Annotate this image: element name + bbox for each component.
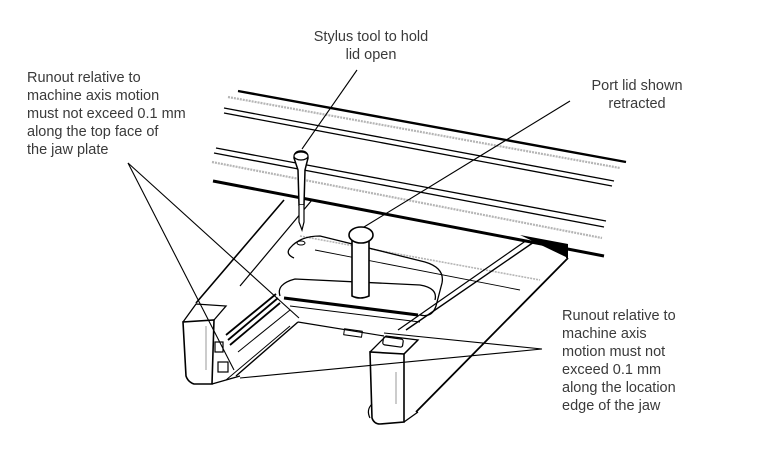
leader-edge-1 xyxy=(239,348,543,379)
stylus-hole xyxy=(296,240,306,246)
leader-top-face-2 xyxy=(127,162,300,319)
callout-line: the jaw plate xyxy=(27,142,109,158)
port-opening-dark-edge xyxy=(283,296,419,317)
callout-line: Stylus tool to hold xyxy=(313,29,429,45)
callout-top-face-runout: Runout relative to machine axis motion m… xyxy=(27,69,186,159)
port-lid xyxy=(348,226,374,299)
stylus-head xyxy=(293,151,309,161)
right-jaw-front xyxy=(369,351,405,425)
left-jaw-latch xyxy=(214,341,224,353)
left-jaw-front xyxy=(182,319,215,385)
left-jaw-slot-2 xyxy=(227,297,279,341)
right-jaw-base xyxy=(403,411,419,423)
right-jaw-side xyxy=(403,339,419,355)
callout-line: Runout relative to xyxy=(562,308,676,324)
port-lid-shaft xyxy=(351,240,370,299)
callout-line: Port lid shown xyxy=(591,78,683,94)
callout-stylus-tool: Stylus tool to hold lid open xyxy=(296,28,446,64)
callout-line: machine axis xyxy=(562,326,647,342)
left-jaw-lower-edge-2 xyxy=(225,325,291,381)
port-opening-outer xyxy=(287,235,444,317)
callout-line: lid open xyxy=(345,47,397,63)
port-lid-cap xyxy=(348,226,374,244)
callout-line: motion must not xyxy=(562,344,666,360)
location-edge-clip xyxy=(343,328,363,338)
rail-line-3 xyxy=(215,147,607,222)
left-jaw-block xyxy=(182,293,299,385)
leader-edge-2 xyxy=(383,332,543,350)
callout-port-lid: Port lid shown retracted xyxy=(572,77,702,113)
leader-lines xyxy=(127,69,571,379)
left-jaw-lower-edge xyxy=(235,321,299,377)
leader-stylus xyxy=(301,69,358,150)
callout-line: exceed 0.1 mm xyxy=(562,362,662,378)
right-jaw-cap xyxy=(382,336,404,348)
rail-line-4 xyxy=(213,152,605,228)
plate-right-edge-inner xyxy=(397,239,528,331)
port-opening-bottom xyxy=(289,305,421,323)
stylus-shaft xyxy=(298,205,305,233)
callout-line: must not exceed 0.1 mm xyxy=(27,106,186,122)
rail-undercut-shadow xyxy=(520,235,568,258)
machine-rail xyxy=(211,89,627,258)
leader-top-face-1 xyxy=(127,162,235,371)
right-jaw-foot xyxy=(367,403,373,419)
leader-port-lid xyxy=(363,100,571,228)
callout-line: along the top face of xyxy=(27,124,159,140)
callout-line: edge of the jaw xyxy=(562,398,661,414)
left-jaw-latch-2 xyxy=(217,361,229,373)
rail-top-edge xyxy=(237,89,627,164)
left-jaw-slot-4 xyxy=(237,309,291,353)
callout-line: retracted xyxy=(608,96,666,112)
rail-gray-line-1 xyxy=(227,95,621,170)
rail-line-2 xyxy=(223,112,613,187)
left-jaw-top xyxy=(182,303,228,323)
left-jaw-slot-1 xyxy=(225,293,277,336)
plate-surface-line-1 xyxy=(299,235,541,281)
right-jaw-block xyxy=(367,335,420,425)
plate-right-far-edge xyxy=(415,257,569,413)
callout-line: machine axis motion xyxy=(27,88,160,104)
callout-line: along the location xyxy=(562,380,676,396)
callout-location-edge-runout: Runout relative to machine axis motion m… xyxy=(562,307,676,415)
rail-line-1 xyxy=(223,107,615,182)
rail-gray-line-2 xyxy=(211,160,603,240)
left-jaw-slot-3 xyxy=(229,302,281,346)
plate-left-edge xyxy=(195,199,285,304)
plate-surface-line-2 xyxy=(314,249,521,291)
callout-line: Runout relative to xyxy=(27,70,141,86)
stylus-tool xyxy=(293,150,309,246)
location-edge xyxy=(297,321,385,337)
